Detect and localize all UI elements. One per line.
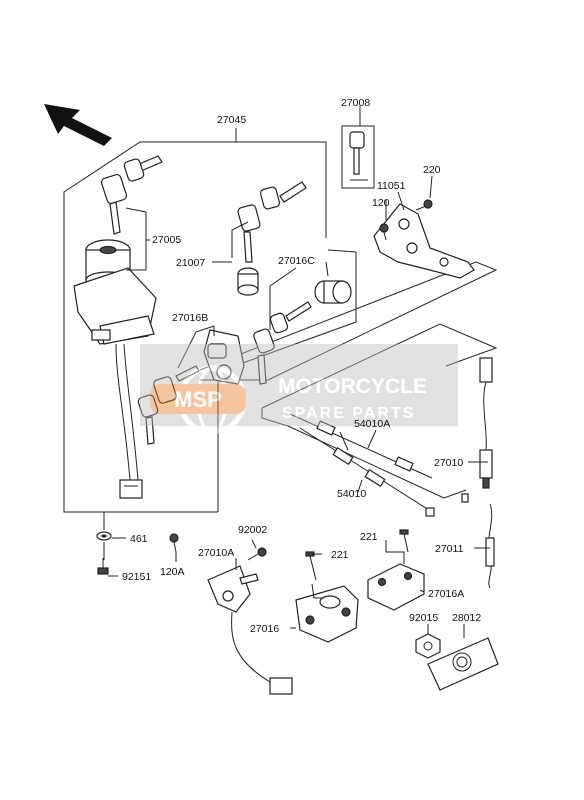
watermark-badge xyxy=(150,384,246,414)
part-label-221-right: 221 xyxy=(360,531,378,543)
switch-27010A xyxy=(207,565,293,695)
bolt-120A xyxy=(169,533,179,553)
key-set-21007 xyxy=(237,181,307,296)
part-label-27008: 27008 xyxy=(341,97,370,109)
part-label-92151: 92151 xyxy=(122,571,151,583)
nut-92015 xyxy=(415,633,441,659)
screw-221-left xyxy=(305,551,317,581)
part-label-11051: 11051 xyxy=(377,180,406,192)
part-label-54010A: 54010A xyxy=(354,418,390,430)
watermark-subtitle: SPARE PARTS xyxy=(282,405,415,422)
leader-lines xyxy=(103,106,490,638)
front-direction-arrow-icon xyxy=(44,104,112,146)
part-label-54010: 54010 xyxy=(337,488,366,500)
part-label-27016C: 27016C xyxy=(278,255,315,267)
part-label-461: 461 xyxy=(130,533,148,545)
part-label-27010A: 27010A xyxy=(198,547,234,559)
part-label-21007: 21007 xyxy=(176,257,205,269)
watermark-title: MOTORCYCLE xyxy=(278,375,427,398)
part-label-27016: 27016 xyxy=(250,623,279,635)
bolt-92151 xyxy=(97,558,109,575)
watermark-badge-text: MSP xyxy=(174,387,222,412)
part-label-92002: 92002 xyxy=(238,524,267,536)
key-blank-27008 xyxy=(341,125,375,189)
watermark-globe-icon xyxy=(177,365,247,435)
part-label-27016A: 27016A xyxy=(428,588,464,600)
bolt-92002 xyxy=(247,547,267,561)
switch-27010 xyxy=(479,357,493,489)
part-label-27016B: 27016B xyxy=(172,312,208,324)
label-plate-28012 xyxy=(427,637,499,691)
part-label-221-left: 221 xyxy=(331,549,349,561)
lock-cylinder-27016C xyxy=(253,280,352,385)
spring-27011 xyxy=(485,503,495,589)
bolt-120 xyxy=(379,223,389,241)
cable-box-bracket xyxy=(199,249,498,512)
part-label-220: 220 xyxy=(423,164,441,176)
part-label-120: 120 xyxy=(372,197,390,209)
cable-54010 xyxy=(299,427,435,517)
part-label-120A: 120A xyxy=(160,566,185,578)
assembly-bracket-27045 xyxy=(63,128,327,513)
lock-27016 xyxy=(295,585,359,643)
lock-27016A xyxy=(367,563,425,611)
seat-lock-27016B xyxy=(137,329,245,445)
washer-461 xyxy=(96,531,112,541)
part-label-27010: 27010 xyxy=(434,457,463,469)
part-label-28012: 28012 xyxy=(452,612,481,624)
watermark-band xyxy=(140,344,458,426)
part-labels: 27045 27008 220 11051 120 27005 21007 27… xyxy=(122,97,481,635)
msp-watermark: MSP MOTORCYCLE SPARE PARTS xyxy=(140,344,458,435)
ignition-switch-27005 xyxy=(73,239,157,499)
key-set-upper xyxy=(100,155,163,235)
part-label-27045: 27045 xyxy=(217,114,246,126)
screw-221-right xyxy=(399,529,409,553)
cable-54010A xyxy=(289,413,469,503)
part-label-27011: 27011 xyxy=(435,543,464,555)
part-label-92015: 92015 xyxy=(409,612,438,624)
part-label-27005: 27005 xyxy=(152,234,181,246)
bracket-11051 xyxy=(373,203,475,279)
bolt-220 xyxy=(415,199,433,211)
